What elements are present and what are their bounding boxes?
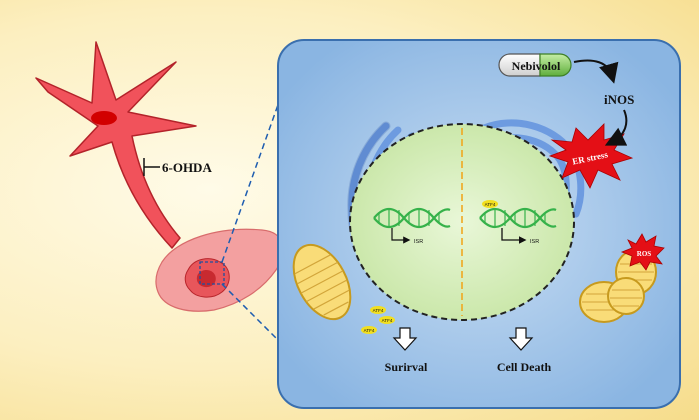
neuron [35,41,197,249]
ros-burst: ROS [620,233,665,271]
tissue [155,228,284,312]
mitochondrion-left [292,243,352,321]
arrow-inos-to-er-stress [604,109,628,146]
isr-left-arrow [391,228,411,244]
neurotoxin-marker: 6-OHDA [143,158,212,176]
survival-label: Surirval [385,360,428,374]
cell-death-arrow [508,327,534,351]
arrow-drug-to-inos [573,59,619,84]
cell-death-label: Cell Death [497,360,552,374]
zoom-line-top [221,87,285,263]
zoom-line-bottom [221,283,285,347]
tissue-lesion-core [196,269,216,288]
ros-label: ROS [637,250,652,258]
nebivolol-pill: Nebivolol [498,53,572,77]
survival-arrow [392,327,418,351]
isr-right-arrow [501,228,527,244]
zoom-box [199,261,225,285]
neurotoxin-label: 6-OHDA [162,160,212,175]
isr-left-label: ISR [414,239,423,245]
atf4-badge-a: ATF4 [370,306,386,314]
dna-left [373,207,451,229]
atf4-badge-b: ATF4 [379,316,395,324]
svg-text:ATF4: ATF4 [364,328,375,333]
neuron-body [35,41,197,249]
svg-text:ATF4: ATF4 [382,318,393,323]
atf4-nucleus-badge: ATF4 [482,200,498,208]
svg-text:ATF4: ATF4 [373,308,384,313]
neuron-nucleus [91,111,117,125]
inos-label: iNOS [604,92,634,107]
svg-text:ATF4: ATF4 [485,202,496,207]
atf4-badge-c: ATF4 [361,326,377,334]
dna-right [479,207,557,229]
nebivolol-label: Nebivolol [512,59,561,73]
isr-right-label: ISR [530,239,539,245]
